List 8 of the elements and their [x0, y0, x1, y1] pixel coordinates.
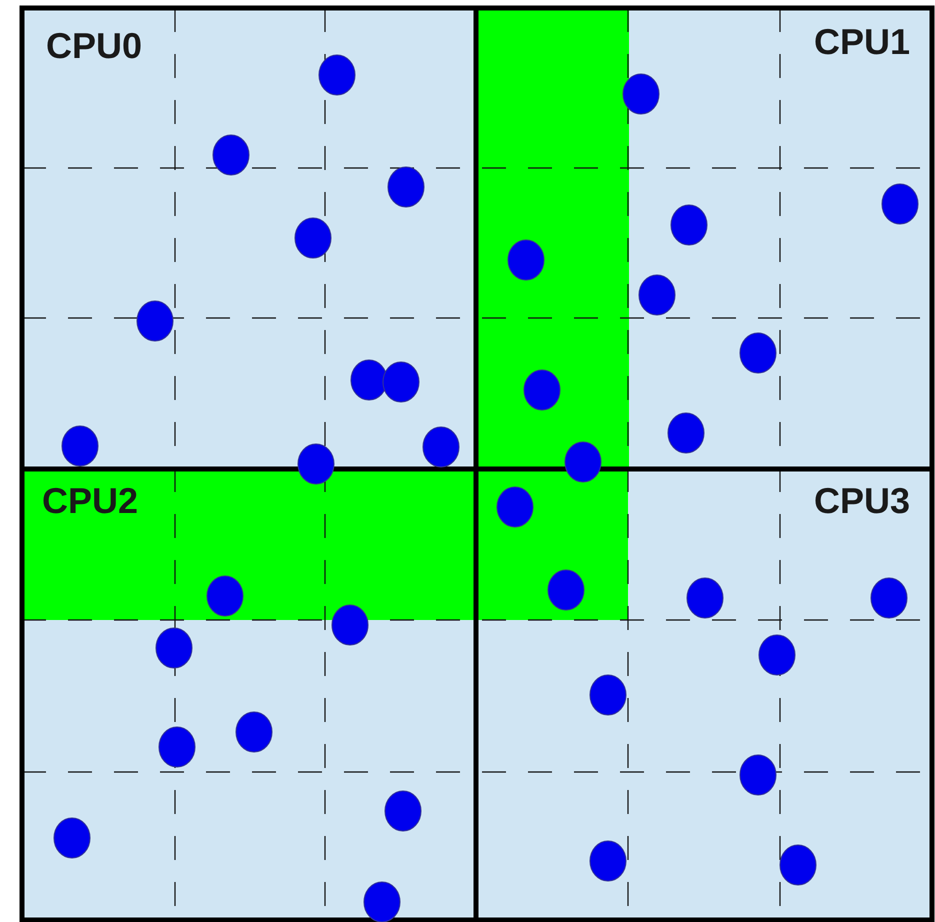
- quadrant-label: CPU3: [814, 481, 910, 521]
- quadrant-panel: [476, 469, 932, 920]
- quadrant-panel: [22, 469, 476, 920]
- quadrant-label: CPU0: [46, 26, 142, 66]
- quadrant-panel: [22, 8, 476, 469]
- quadrant-label: CPU2: [42, 481, 138, 521]
- quadrant-label: CPU1: [814, 22, 910, 62]
- quadrant-panel: [476, 8, 932, 469]
